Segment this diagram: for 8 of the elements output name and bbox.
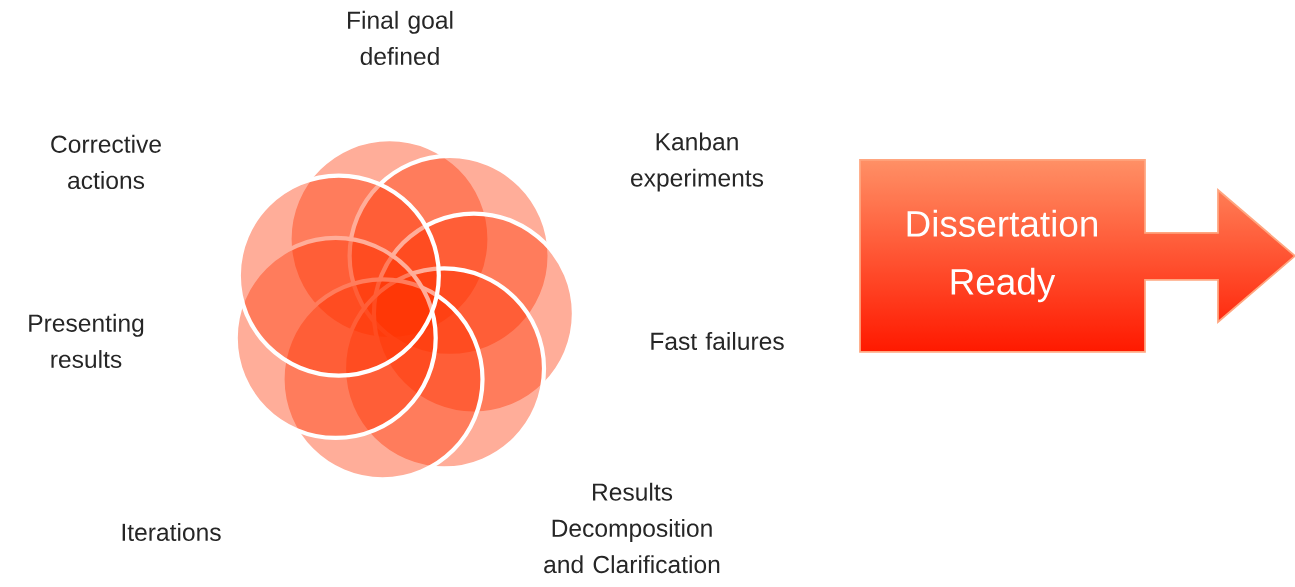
label-text: Corrective actions	[51, 134, 161, 190]
arrow-box: Dissertation Ready	[859, 159, 1295, 353]
label-text: Fast failures	[651, 332, 784, 350]
label-text: Presenting results	[29, 313, 144, 369]
label-text: Kanban experiments	[631, 132, 764, 192]
label-text: Final goal defined	[348, 10, 453, 66]
label-text: Results Decomposition and Clarification	[544, 482, 720, 574]
label-text: Iterations	[122, 523, 221, 541]
